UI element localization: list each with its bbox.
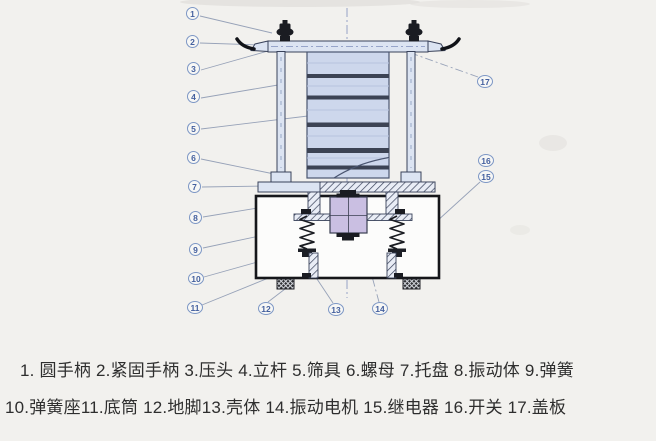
callout-9: 9	[189, 243, 202, 256]
callout-7: 7	[188, 180, 201, 193]
callout-1: 1	[186, 7, 199, 20]
callout-11: 11	[187, 301, 203, 314]
callout-12: 12	[258, 302, 274, 315]
vertical-rod-left	[276, 51, 286, 173]
callout-3: 3	[187, 62, 200, 75]
caption-line-1: 1. 圆手柄 2.紧固手柄 3.压头 4.立杆 5.筛具 6.螺母 7.托盘 8…	[20, 361, 574, 380]
callout-6: 6	[187, 151, 200, 164]
callout-13: 13	[328, 303, 344, 316]
round-knob-right	[405, 20, 423, 42]
callout-15: 15	[478, 170, 494, 183]
callout-10: 10	[188, 272, 204, 285]
springs	[299, 215, 405, 250]
callout-4: 4	[187, 90, 200, 103]
scan-artifacts	[180, 0, 567, 235]
round-knob-left	[276, 20, 294, 42]
caption-line-2: 10.弹簧座11.底筒 12.地脚13.壳体 14.振动电机 15.继电器 16…	[5, 398, 567, 417]
sieve-stack	[306, 51, 390, 179]
vertical-rod-right	[406, 51, 416, 173]
machine-feet	[276, 278, 421, 290]
callout-14: 14	[372, 302, 388, 315]
callout-2: 2	[186, 35, 199, 48]
callout-8: 8	[189, 211, 202, 224]
vibration-motor	[329, 190, 368, 241]
clamp-hook-handles	[235, 37, 461, 51]
callout-16: 16	[478, 154, 494, 167]
cover-plate	[250, 40, 446, 53]
callout-5: 5	[187, 122, 200, 135]
machine-drawing	[180, 0, 567, 306]
bottom-cylinder	[302, 252, 403, 279]
callout-17: 17	[477, 75, 493, 88]
